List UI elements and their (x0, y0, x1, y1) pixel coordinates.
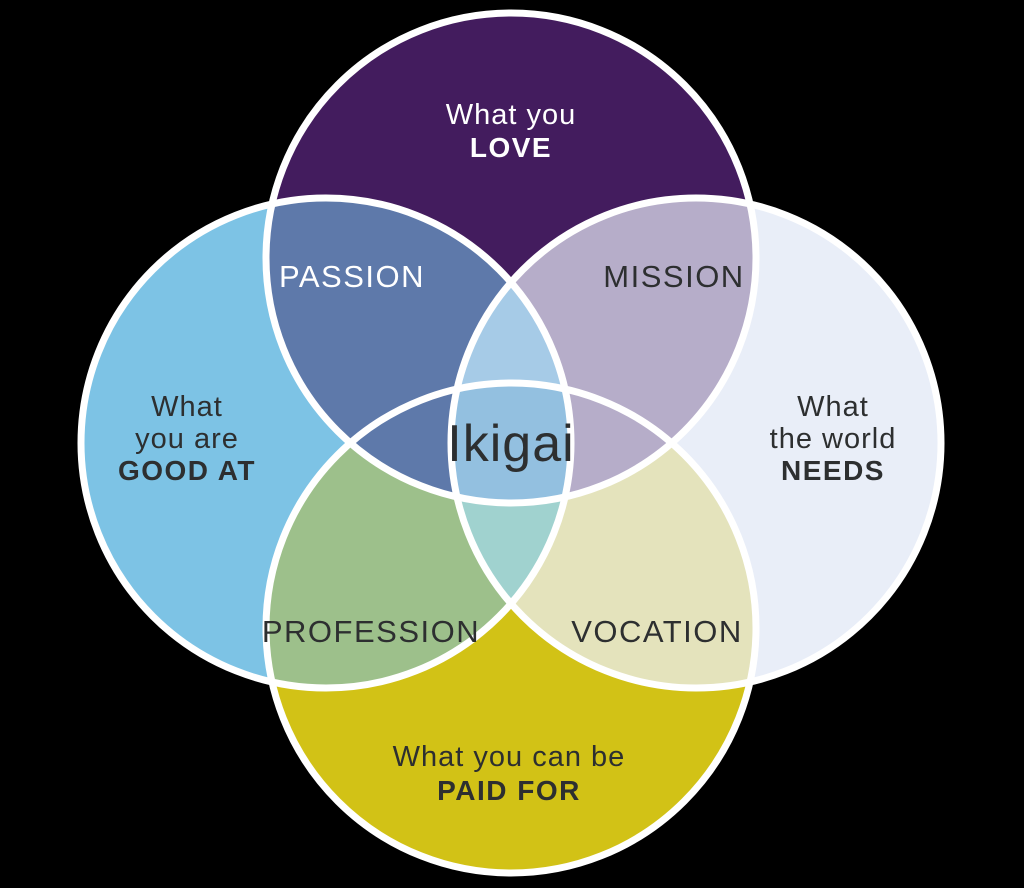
vocation-label: VOCATION (571, 614, 743, 649)
needs-label-line1: What (797, 391, 869, 423)
paid-for-label-line2: PAID FOR (437, 775, 581, 806)
paid-for-label-line1: What you can be (393, 741, 626, 773)
circle-outlines (77, 9, 945, 877)
good-at-circle-outline (77, 194, 575, 692)
good-at-label-line1: What (151, 391, 223, 423)
profession-label: PROFESSION (262, 614, 480, 649)
good-at-label-line3: GOOD AT (118, 455, 256, 486)
mission-label: MISSION (603, 259, 744, 294)
love-circle-outline (262, 9, 760, 507)
needs-label-line2: the world (770, 423, 897, 455)
ikigai-center-label: Ikigai (447, 415, 574, 473)
love-label-line1: What you (446, 99, 577, 131)
needs-label-line3: NEEDS (781, 455, 885, 486)
paid-for-circle-outline (262, 379, 760, 877)
needs-circle-outline (447, 194, 945, 692)
love-label-line2: LOVE (470, 132, 552, 163)
good-at-label-line2: you are (135, 423, 239, 455)
passion-label: PASSION (279, 259, 425, 294)
